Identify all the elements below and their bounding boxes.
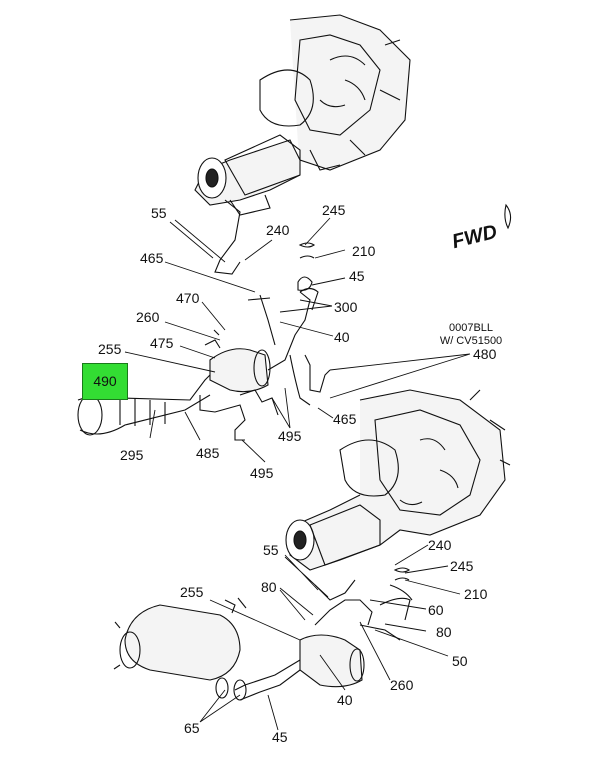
callout-45-top[interactable]: 45 xyxy=(349,268,365,284)
note-line-2: W/ CV51500 xyxy=(439,335,503,347)
callout-240-top[interactable]: 240 xyxy=(266,222,290,238)
fwd-arrow-icon xyxy=(504,203,512,230)
callout-210-bottom[interactable]: 210 xyxy=(464,586,488,602)
callout-260-bottom[interactable]: 260 xyxy=(390,677,414,693)
callout-465-mid[interactable]: 465 xyxy=(333,411,357,427)
note-line-1: 0007BLL xyxy=(448,322,494,334)
callout-245-bottom[interactable]: 245 xyxy=(450,558,474,574)
callout-495-mid[interactable]: 495 xyxy=(278,428,302,444)
leader-lines xyxy=(124,217,471,731)
callout-495-low[interactable]: 495 xyxy=(250,465,274,481)
callout-475[interactable]: 475 xyxy=(150,335,174,351)
callout-65[interactable]: 65 xyxy=(184,720,200,736)
callout-470[interactable]: 470 xyxy=(176,290,200,306)
callout-40-bottom[interactable]: 40 xyxy=(337,692,353,708)
callout-255-top[interactable]: 255 xyxy=(98,341,122,357)
exhaust-system-top xyxy=(77,199,331,441)
note-drawing-ref: 0007BLL W/ CV51500 xyxy=(416,322,526,348)
callout-55-bottom[interactable]: 55 xyxy=(263,542,279,558)
callout-50[interactable]: 50 xyxy=(452,653,468,669)
engine-assembly-top xyxy=(194,14,411,216)
callout-485[interactable]: 485 xyxy=(196,445,220,461)
engine-assembly-bottom xyxy=(285,389,511,571)
callout-80-top[interactable]: 80 xyxy=(261,579,277,595)
exhaust-system-bottom xyxy=(113,567,413,701)
callout-210-top[interactable]: 210 xyxy=(352,243,376,259)
callout-80-bottom[interactable]: 80 xyxy=(436,624,452,640)
highlighted-part-label: 490 xyxy=(93,373,117,389)
highlighted-part-490[interactable]: 490 xyxy=(82,363,128,400)
callout-245-top[interactable]: 245 xyxy=(322,202,346,218)
callout-40-top[interactable]: 40 xyxy=(334,329,350,345)
callout-240-bottom[interactable]: 240 xyxy=(428,537,452,553)
callout-45-bottom[interactable]: 45 xyxy=(272,729,288,745)
callout-465-top[interactable]: 465 xyxy=(140,250,164,266)
callout-60[interactable]: 60 xyxy=(428,602,444,618)
callout-295[interactable]: 295 xyxy=(120,447,144,463)
callout-260-top[interactable]: 260 xyxy=(136,309,160,325)
callout-255-bottom[interactable]: 255 xyxy=(180,584,204,600)
callout-300[interactable]: 300 xyxy=(334,299,358,315)
callout-55-top[interactable]: 55 xyxy=(151,205,167,221)
callout-480[interactable]: 480 xyxy=(473,346,497,362)
